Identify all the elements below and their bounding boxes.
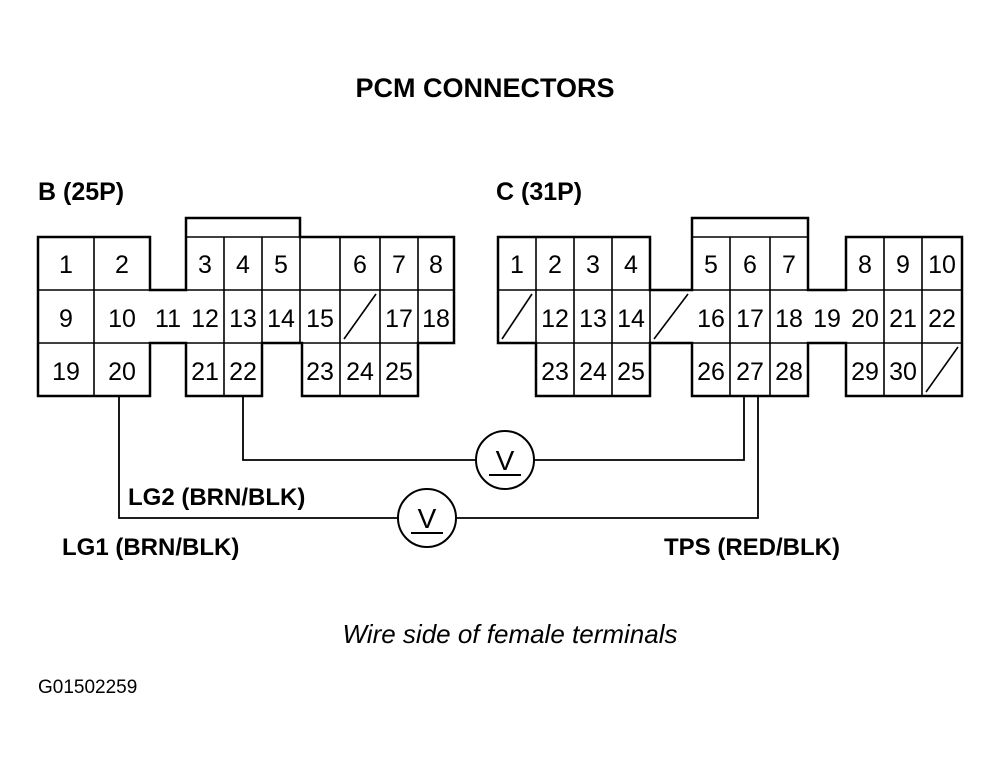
wire-b22-to-upper-meter <box>242 396 476 461</box>
b-pin-24: 24 <box>346 358 374 386</box>
c-pin-28: 28 <box>775 358 803 386</box>
c-pin-23: 23 <box>541 358 569 386</box>
b-pin-22: 22 <box>229 358 257 386</box>
b-pin-5: 5 <box>274 251 288 279</box>
test-wiring <box>118 396 759 519</box>
b-pin-4: 4 <box>236 251 250 279</box>
b-pin-15: 15 <box>306 305 334 333</box>
connector-c-blank-slash-3 <box>925 346 959 393</box>
c-pin-24: 24 <box>579 358 607 386</box>
b-pin-14: 14 <box>267 305 295 333</box>
b-pin-1: 1 <box>59 251 73 279</box>
b-pin-11: 11 <box>155 305 181 333</box>
b-pin-20: 20 <box>108 358 136 386</box>
c-pin-27: 27 <box>736 358 764 386</box>
diagram-title: PCM CONNECTORS <box>355 73 614 103</box>
c-pin-12: 12 <box>541 305 569 333</box>
b-pin-2: 2 <box>115 251 129 279</box>
c-pin-13: 13 <box>579 305 607 333</box>
b-pin-10: 10 <box>108 305 136 333</box>
c-pin-9: 9 <box>896 251 910 279</box>
voltmeter-lower-symbol: V <box>418 503 437 534</box>
c-pin-26: 26 <box>697 358 725 386</box>
connector-c-blank-slash-1 <box>501 293 533 340</box>
connector-b-grid <box>38 236 454 396</box>
wire-lower-meter-to-c28 <box>456 396 759 519</box>
c-pin-30: 30 <box>889 358 917 386</box>
c-pin-3: 3 <box>586 251 600 279</box>
connector-c-grid <box>498 236 962 396</box>
c-pin-5: 5 <box>704 251 718 279</box>
c-pin-21: 21 <box>889 305 917 333</box>
c-pin-1: 1 <box>510 251 524 279</box>
b-pin-6: 6 <box>353 251 367 279</box>
c-pin-4: 4 <box>624 251 638 279</box>
b-pin-25: 25 <box>385 358 413 386</box>
connector-c-blank-slash-2 <box>653 293 689 340</box>
c-pin-29: 29 <box>851 358 879 386</box>
connector-b-blank-slash <box>343 293 377 340</box>
b-pin-23: 23 <box>306 358 334 386</box>
connector-c-pins: 1 2 3 4 5 6 7 8 9 10 12 13 14 16 17 18 1… <box>510 251 956 386</box>
c-pin-16: 16 <box>697 305 725 333</box>
voltmeter-upper: V <box>475 430 535 490</box>
c-pin-10: 10 <box>928 251 956 279</box>
b-pin-21: 21 <box>191 358 219 386</box>
c-pin-8: 8 <box>858 251 872 279</box>
connector-b: 1 2 3 4 5 6 7 8 9 10 11 12 13 14 15 17 1… <box>36 216 456 398</box>
c-pin-7: 7 <box>782 251 796 279</box>
wire-upper-meter-to-c27 <box>534 396 745 461</box>
wire-label-lg1: LG1 (BRN/BLK) <box>62 534 239 561</box>
voltmeter-lower: V <box>397 488 457 548</box>
c-pin-22: 22 <box>928 305 956 333</box>
b-pin-7: 7 <box>392 251 406 279</box>
wire-label-tps: TPS (RED/BLK) <box>664 534 840 561</box>
b-pin-9: 9 <box>59 305 73 333</box>
connector-b-label: B (25P) <box>38 178 124 206</box>
connector-c-label: C (31P) <box>496 178 582 206</box>
diagram-caption: Wire side of female terminals <box>343 619 678 649</box>
wire-label-lg2: LG2 (BRN/BLK) <box>128 484 305 511</box>
c-pin-6: 6 <box>743 251 757 279</box>
b-pin-8: 8 <box>429 251 443 279</box>
wire-b20-to-lower-meter <box>118 396 398 519</box>
c-pin-19: 19 <box>813 305 841 333</box>
c-pin-17: 17 <box>736 305 764 333</box>
c-pin-18: 18 <box>775 305 803 333</box>
b-pin-18: 18 <box>422 305 450 333</box>
b-pin-13: 13 <box>229 305 257 333</box>
c-pin-14: 14 <box>617 305 645 333</box>
voltmeter-upper-symbol: V <box>496 445 515 476</box>
b-pin-3: 3 <box>198 251 212 279</box>
b-pin-19: 19 <box>52 358 80 386</box>
c-pin-20: 20 <box>851 305 879 333</box>
c-pin-25: 25 <box>617 358 645 386</box>
connector-b-pins: 1 2 3 4 5 6 7 8 9 10 11 12 13 14 15 17 1… <box>52 251 450 386</box>
c-pin-2: 2 <box>548 251 562 279</box>
b-pin-12: 12 <box>191 305 219 333</box>
figure-code: G01502259 <box>38 677 137 698</box>
b-pin-17: 17 <box>385 305 413 333</box>
connector-c: 1 2 3 4 5 6 7 8 9 10 12 13 14 16 17 18 1… <box>496 216 964 398</box>
